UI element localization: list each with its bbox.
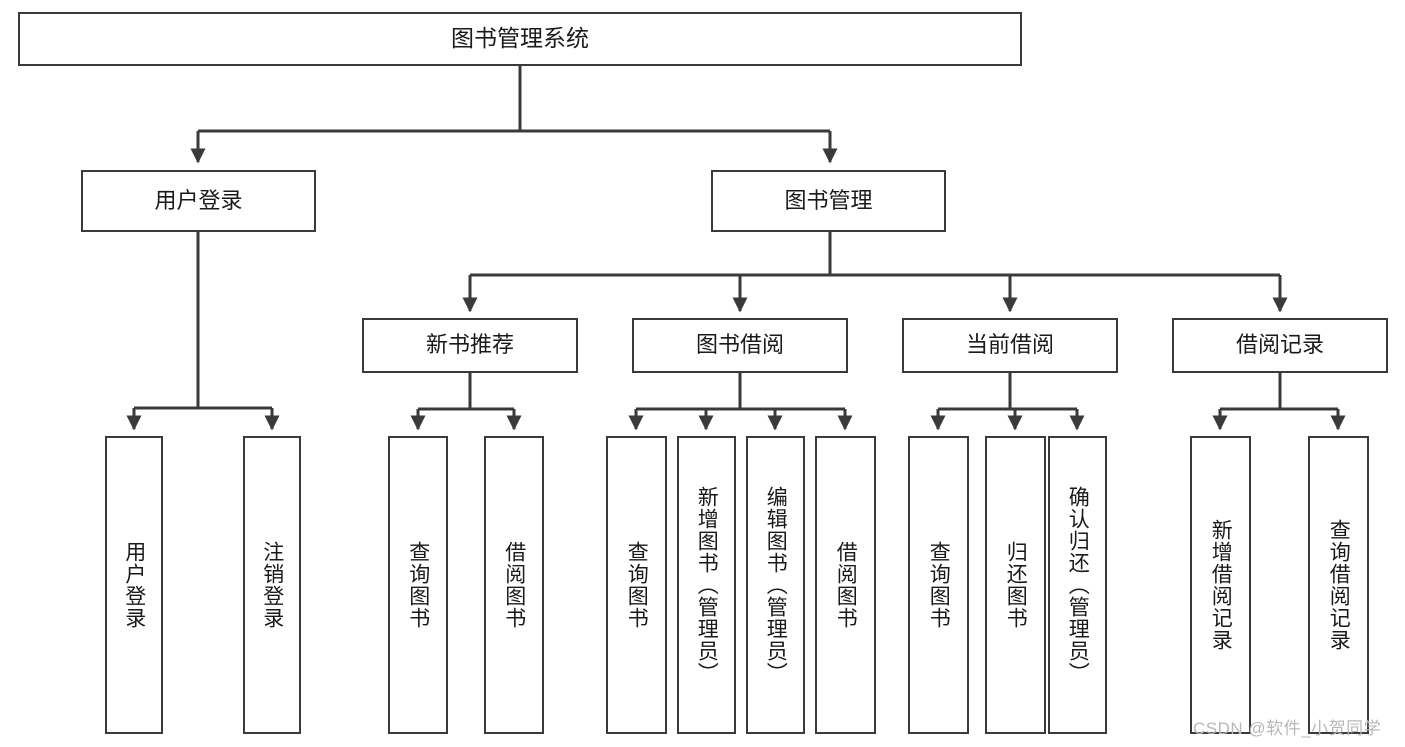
node-leaf-label: 新增图书（管理员） bbox=[695, 486, 719, 684]
node-leaf-label: 注销登录 bbox=[260, 541, 284, 629]
node-borrow-record-label: 借阅记录 bbox=[1235, 332, 1324, 358]
node-leaf-query-borrow-record[interactable]: 查询借阅记录 bbox=[1308, 436, 1369, 734]
node-borrow-record[interactable]: 借阅记录 bbox=[1172, 318, 1388, 373]
node-leaf-label: 查询借阅记录 bbox=[1327, 519, 1351, 651]
node-leaf-logout-login[interactable]: 注销登录 bbox=[243, 436, 301, 734]
node-current-borrow-label: 当前借阅 bbox=[965, 332, 1054, 358]
node-user-login[interactable]: 用户登录 bbox=[81, 170, 316, 232]
node-leaf-label: 借阅图书 bbox=[502, 541, 526, 629]
node-book-manage-label: 图书管理 bbox=[784, 187, 873, 213]
node-leaf-user-login[interactable]: 用户登录 bbox=[105, 436, 163, 734]
node-leaf-borrow-book-2[interactable]: 借阅图书 bbox=[815, 436, 876, 734]
node-leaf-return-book[interactable]: 归还图书 bbox=[985, 436, 1046, 734]
node-leaf-query-book-2[interactable]: 查询图书 bbox=[606, 436, 667, 734]
node-root-label: 图书管理系统 bbox=[451, 25, 589, 52]
node-book-borrow-label: 图书借阅 bbox=[695, 332, 784, 358]
node-leaf-label: 归还图书 bbox=[1004, 541, 1028, 629]
node-leaf-add-borrow-record[interactable]: 新增借阅记录 bbox=[1190, 436, 1251, 734]
node-leaf-label: 借阅图书 bbox=[834, 541, 858, 629]
node-leaf-label: 查询图书 bbox=[406, 541, 430, 629]
node-leaf-label: 新增借阅记录 bbox=[1209, 519, 1233, 651]
node-leaf-query-book-1[interactable]: 查询图书 bbox=[388, 436, 448, 734]
node-new-book-recommend-label: 新书推荐 bbox=[425, 332, 514, 358]
node-leaf-label: 用户登录 bbox=[122, 541, 146, 629]
node-root[interactable]: 图书管理系统 bbox=[18, 12, 1022, 66]
node-leaf-confirm-return[interactable]: 确认归还（管理员） bbox=[1048, 436, 1107, 734]
node-leaf-borrow-book-1[interactable]: 借阅图书 bbox=[484, 436, 544, 734]
node-user-login-label: 用户登录 bbox=[154, 187, 243, 213]
node-book-manage[interactable]: 图书管理 bbox=[711, 170, 946, 232]
node-leaf-label: 查询图书 bbox=[927, 541, 951, 629]
node-leaf-query-book-3[interactable]: 查询图书 bbox=[908, 436, 969, 734]
node-leaf-label: 编辑图书（管理员） bbox=[764, 486, 788, 684]
node-book-borrow[interactable]: 图书借阅 bbox=[632, 318, 848, 373]
node-leaf-edit-book-admin[interactable]: 编辑图书（管理员） bbox=[746, 436, 805, 734]
node-leaf-label: 确认归还（管理员） bbox=[1066, 486, 1090, 684]
node-leaf-add-book-admin[interactable]: 新增图书（管理员） bbox=[677, 436, 736, 734]
csdn-watermark: CSDN @软件_小贺同学 bbox=[1193, 719, 1382, 738]
node-leaf-label: 查询图书 bbox=[625, 541, 649, 629]
node-current-borrow[interactable]: 当前借阅 bbox=[902, 318, 1118, 373]
node-new-book-recommend[interactable]: 新书推荐 bbox=[362, 318, 578, 373]
